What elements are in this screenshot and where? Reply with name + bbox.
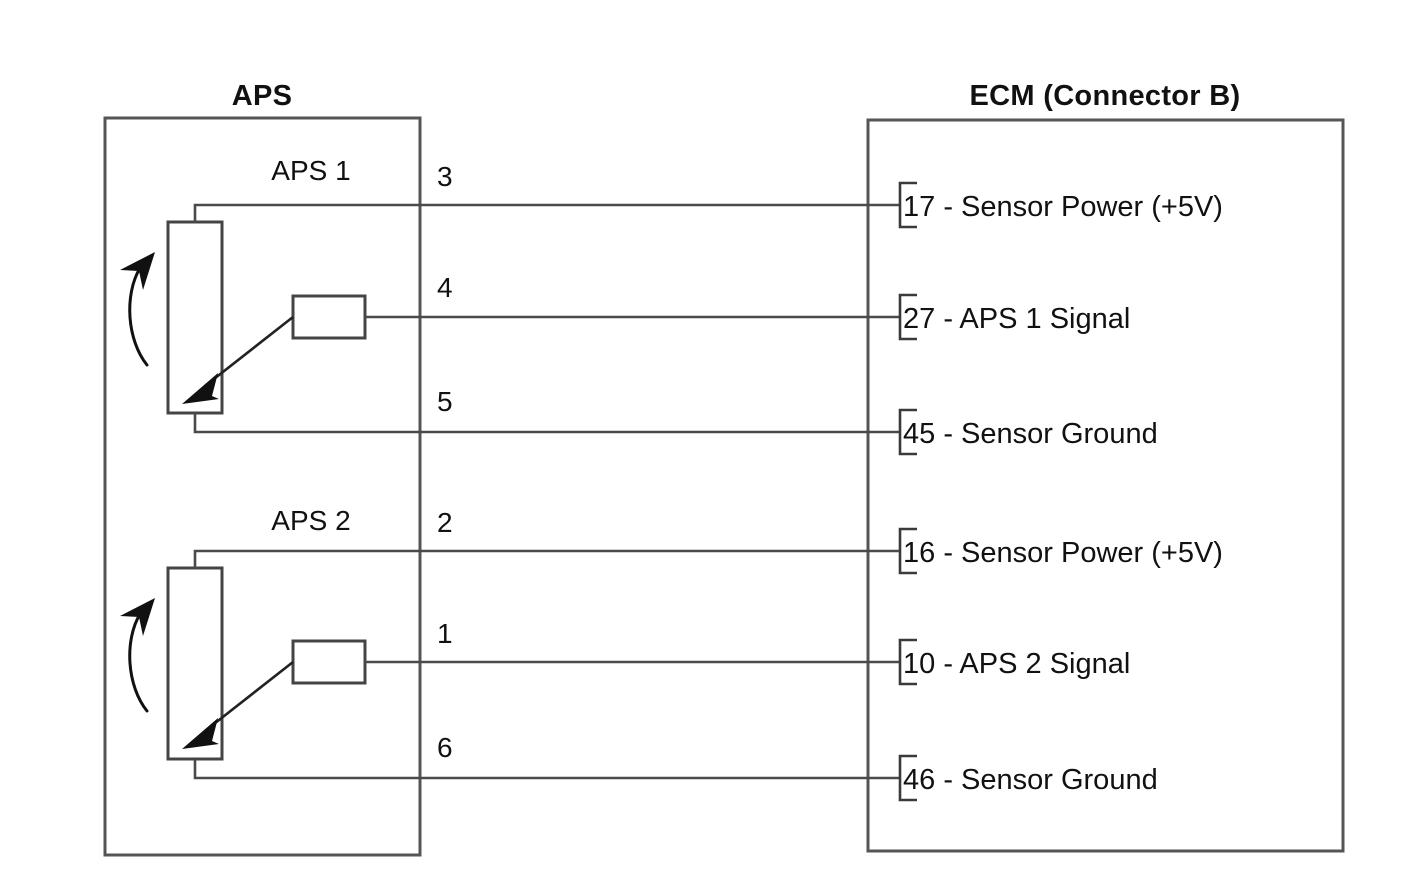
aps-2-rotation-arc — [128, 612, 149, 713]
ecm-terminal-label-27: 27 - APS 1 Signal — [903, 303, 1130, 335]
aps-1-rotation-arc — [128, 266, 149, 367]
aps-2-wiper-contact — [291, 639, 367, 685]
aps-1-wiper-arrowhead — [182, 373, 219, 404]
aps-2-wiper-arrowhead — [182, 718, 219, 749]
aps-module-title: APS — [232, 80, 293, 112]
ecm-terminal-label-17: 17 - Sensor Power (+5V) — [903, 191, 1223, 223]
aps-1-wiper-contact — [291, 294, 367, 340]
aps-2-label: APS 2 — [271, 505, 350, 536]
ecm-terminal-bracket-10 — [898, 638, 917, 686]
wire-pin5-to-terminal45 — [193, 413, 900, 434]
aps-2-rotation-arrowhead — [120, 598, 155, 636]
ecm-terminal-bracket-46 — [898, 754, 917, 802]
aps-1-wiper-arm — [204, 315, 294, 388]
wire-pin3-to-terminal17 — [193, 203, 900, 222]
aps-pin-number-4: 4 — [437, 272, 453, 303]
ecm-terminal-bracket-27 — [898, 293, 917, 341]
ecm-terminal-label-46: 46 - Sensor Ground — [903, 764, 1158, 796]
aps-1-resistor — [166, 220, 224, 415]
aps-pin-number-5: 5 — [437, 386, 453, 417]
ecm-terminal-label-45: 45 - Sensor Ground — [903, 418, 1158, 450]
ecm-terminal-bracket-16 — [898, 527, 917, 575]
aps-pin-number-2: 2 — [437, 507, 453, 538]
aps-pin-number-6: 6 — [437, 732, 453, 763]
ecm-terminal-bracket-17 — [898, 181, 917, 229]
aps-pin-number-3: 3 — [437, 161, 453, 192]
aps-2-wiper-arm — [204, 660, 294, 733]
ecm-terminal-bracket-45 — [898, 408, 917, 456]
aps-pin-number-1: 1 — [437, 618, 453, 649]
aps-enclosure-box — [103, 116, 422, 857]
ecm-terminal-label-10: 10 - APS 2 Signal — [903, 648, 1130, 680]
ecm-enclosure-box — [866, 118, 1345, 853]
ecm-terminal-label-16: 16 - Sensor Power (+5V) — [903, 537, 1223, 569]
aps-1-rotation-arrowhead — [120, 252, 155, 290]
wire-pin6-to-terminal46 — [193, 759, 900, 780]
aps-1-label: APS 1 — [271, 155, 350, 186]
ecm-module-title: ECM (Connector B) — [970, 80, 1241, 112]
wire-pin2-to-terminal16 — [193, 549, 900, 568]
